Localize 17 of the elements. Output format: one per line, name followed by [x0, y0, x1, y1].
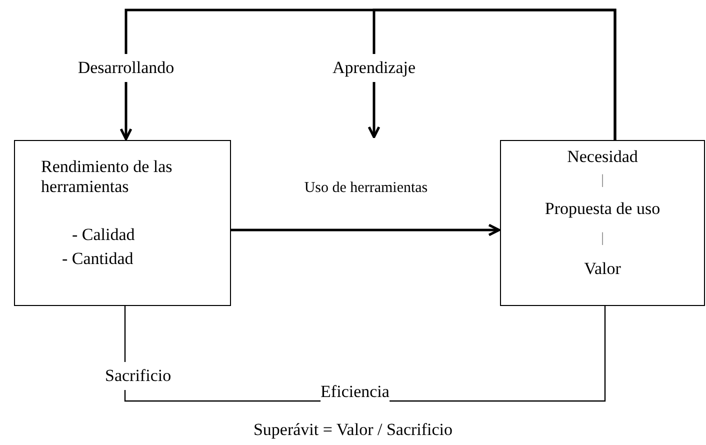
box-text: - Calidad — [72, 225, 135, 245]
box-text: Necesidad — [566, 147, 639, 167]
box-text: Propuesta de uso — [544, 199, 662, 219]
edge-label: Eficiencia — [320, 382, 390, 402]
box-text: - Cantidad — [62, 249, 134, 269]
process-box — [14, 140, 231, 306]
edge-label: Aprendizaje — [330, 54, 418, 82]
separator-mark: | — [600, 230, 605, 248]
connector-arrow — [231, 224, 500, 236]
edge-label: Desarrollando — [76, 54, 176, 82]
process-box — [500, 140, 705, 306]
box-text: Valor — [583, 259, 622, 279]
text-label: Sacrificio — [105, 362, 172, 390]
caption: Superávit = Valor / Sacrificio — [252, 420, 454, 440]
box-text: Rendimiento de las herramientas — [41, 157, 174, 197]
separator-mark: | — [600, 172, 605, 190]
connector-arrow — [368, 8, 616, 140]
